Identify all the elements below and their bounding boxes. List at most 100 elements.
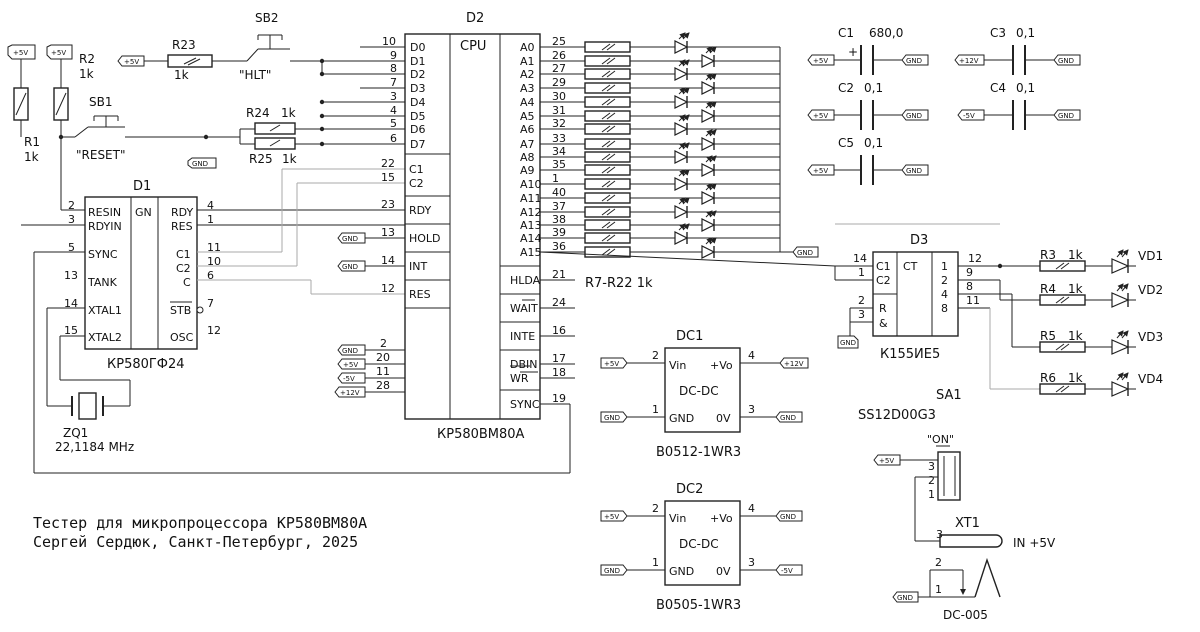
- d2-pin-num-19: 19: [552, 392, 566, 405]
- d1-pin-num-5: 5: [68, 241, 75, 254]
- r2-ref: R2: [79, 52, 95, 66]
- svg-text:+: +: [848, 45, 858, 59]
- address-led: [665, 197, 780, 219]
- array-resistor: [584, 55, 631, 67]
- array-resistor: [584, 178, 631, 190]
- r4-ref: R4: [1040, 282, 1056, 296]
- d3-pin-num-3: 3: [858, 308, 865, 321]
- d1-pin-num-2: 2: [68, 199, 75, 212]
- dc1-pin-gnd: GND: [669, 412, 694, 425]
- d2-pin-a4: A4: [520, 96, 535, 109]
- d2-pin-d2: D2: [410, 68, 425, 81]
- d2-pin-res: RES: [409, 288, 431, 301]
- d2-pin-a5: A5: [520, 110, 535, 123]
- d2-pin-num-35: 35: [552, 158, 566, 171]
- d2-pin-num-14: 14: [381, 254, 395, 267]
- d2-pin-a1: A1: [520, 55, 535, 68]
- dc2-body-label: DC-DC: [679, 537, 719, 551]
- d1-pin-xtal2: XTAL2: [88, 331, 122, 344]
- sa1-p5-label: +5V: [879, 457, 894, 465]
- xt1-ref: XT1: [955, 516, 980, 531]
- d2-pin-a8: A8: [520, 151, 535, 164]
- dc1-type: B0512-1WR3: [656, 445, 741, 460]
- r6-ref: R6: [1040, 371, 1056, 385]
- array-resistor: [584, 96, 631, 108]
- c4-value: 0,1: [1016, 81, 1035, 95]
- d3-out-bit-1: 1: [941, 260, 948, 273]
- sa1-type: SS12D00G3: [858, 408, 936, 423]
- d1-ref: D1: [133, 179, 151, 194]
- d2-pin-num-34: 34: [552, 145, 566, 158]
- array-resistor: [584, 206, 631, 218]
- d2-pin-hlda: HLDA: [510, 274, 541, 287]
- dc1-pin-vo: +Vo: [710, 359, 733, 372]
- vd3-ref: VD3: [1138, 330, 1163, 344]
- dc2-gnd-label: GND: [604, 567, 620, 575]
- c5-value: 0,1: [864, 136, 883, 150]
- d2-pin-num-33: 33: [552, 132, 566, 145]
- c1-ref: C1: [838, 26, 854, 40]
- c5-p5-label: +5V: [813, 167, 828, 175]
- r25-ref: R25: [249, 152, 273, 166]
- d2-pin-num-6: 6: [390, 132, 397, 145]
- crystal-freq: 22,1184 MHz: [55, 440, 134, 454]
- dc1-gnd-label: GND: [604, 414, 620, 422]
- d3-gnd-label: GND: [840, 339, 856, 347]
- d2-pin-num-37: 37: [552, 200, 566, 213]
- d2-pin-wait: WAIT: [510, 302, 538, 315]
- d2-pin-num-8: 8: [390, 62, 397, 75]
- d2-pin-a3: A3: [520, 82, 535, 95]
- d2-pin-num-27: 27: [552, 62, 566, 75]
- d2-pin-num-20: 20: [376, 351, 390, 364]
- power-input-section: SA1 SS12D00G3 "ON" 3 2 1 +5V XT1 3 IN +5…: [858, 388, 1056, 622]
- d3-pin-num-1: 1: [858, 266, 865, 279]
- d1-pin-sync: SYNC: [88, 248, 118, 261]
- d2-pin-c1: C1: [409, 163, 424, 176]
- d2-pin-d3: D3: [410, 82, 425, 95]
- c2-ref: C2: [838, 81, 854, 95]
- sb1-label: "RESET": [76, 148, 126, 162]
- dc1-out-label: +12V: [784, 360, 804, 368]
- cap-c2: C2 0,1 +5V GND: [807, 81, 929, 130]
- d2-pin-int: INT: [409, 260, 427, 273]
- led-array-gnd-label: GND: [797, 249, 813, 257]
- d2-m5-pin-label: -5V: [343, 375, 355, 383]
- r24-value: 1k: [281, 106, 296, 120]
- d2-pin-num-39: 39: [552, 226, 566, 239]
- dc1-pin-num-3: 3: [748, 403, 755, 416]
- d2-pin-num-18: 18: [552, 366, 566, 379]
- d2-pin-num-1: 1: [552, 172, 559, 185]
- r23-value: 1k: [174, 68, 189, 82]
- r5-ref: R5: [1040, 329, 1056, 343]
- r3-body: [1039, 260, 1086, 272]
- dc2-type: B0505-1WR3: [656, 598, 741, 613]
- dc1-body: [664, 347, 741, 433]
- c2-gnd-label: GND: [906, 112, 922, 120]
- array-resistor: [584, 68, 631, 80]
- d3-pin-and: &: [879, 317, 888, 330]
- jack-pin-2: 2: [935, 556, 942, 569]
- d2-pin-d1: D1: [410, 55, 425, 68]
- cap-c3: C3 0,1 +12V GND: [954, 26, 1081, 75]
- array-resistor: [584, 232, 631, 244]
- d2-pin-d4: D4: [410, 96, 425, 109]
- d1-pin-num-14: 14: [64, 297, 78, 310]
- d2-pin-num-29: 29: [552, 76, 566, 89]
- resistor-array-r7-r22: [584, 41, 665, 258]
- hlt-section: +5V R23 1k SB2 "HLT" R24 1k R25: [117, 11, 405, 166]
- r2-value: 1k: [79, 67, 94, 81]
- d1-pin-rdy: RDY: [171, 206, 194, 219]
- array-resistor: [584, 219, 631, 231]
- dc2-pin-gnd: GND: [669, 565, 694, 578]
- d1-pin-num-3: 3: [68, 213, 75, 226]
- d2-pin-num-22: 22: [381, 157, 395, 170]
- schematic-title-line1: Тестер для микропроцессора КР580ВМ80А: [33, 514, 367, 532]
- dc1-pin-vin: Vin: [669, 359, 686, 372]
- schematic-title-line2: Сергей Сердюк, Санкт-Петербург, 2025: [33, 533, 358, 551]
- c3-gnd-label: GND: [1058, 57, 1074, 65]
- d2-pin-a10: A10: [520, 178, 542, 191]
